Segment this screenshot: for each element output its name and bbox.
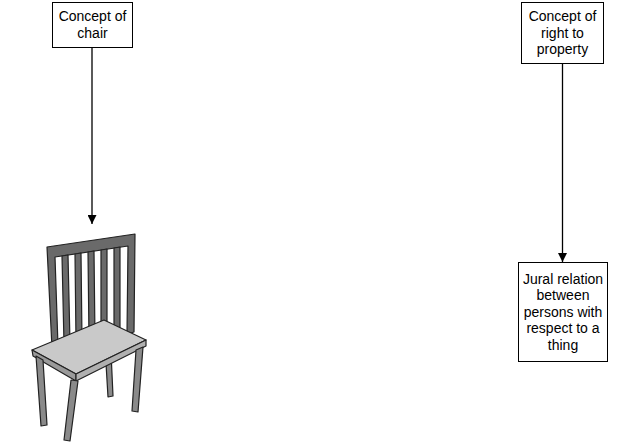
chair-slat	[114, 247, 120, 335]
chair-leg	[64, 380, 78, 441]
connector-arrow	[562, 64, 563, 262]
leader-arrow	[91, 48, 92, 224]
connector-layer	[562, 64, 563, 262]
concept-box: Jural relation between persons with resp…	[518, 262, 608, 362]
chair-leg	[36, 356, 47, 426]
chair-slat	[75, 253, 82, 341]
chair-slat	[62, 255, 70, 344]
node-label: Concept of right to property	[524, 8, 601, 58]
node-label: Jural relation between persons with resp…	[521, 271, 605, 354]
concept-box: Concept of right to property	[521, 2, 604, 64]
concept-box: Concept of chair	[52, 2, 133, 48]
chair-leg	[132, 347, 143, 412]
chair-illustration	[32, 234, 146, 441]
node-label: Concept of chair	[55, 8, 130, 41]
